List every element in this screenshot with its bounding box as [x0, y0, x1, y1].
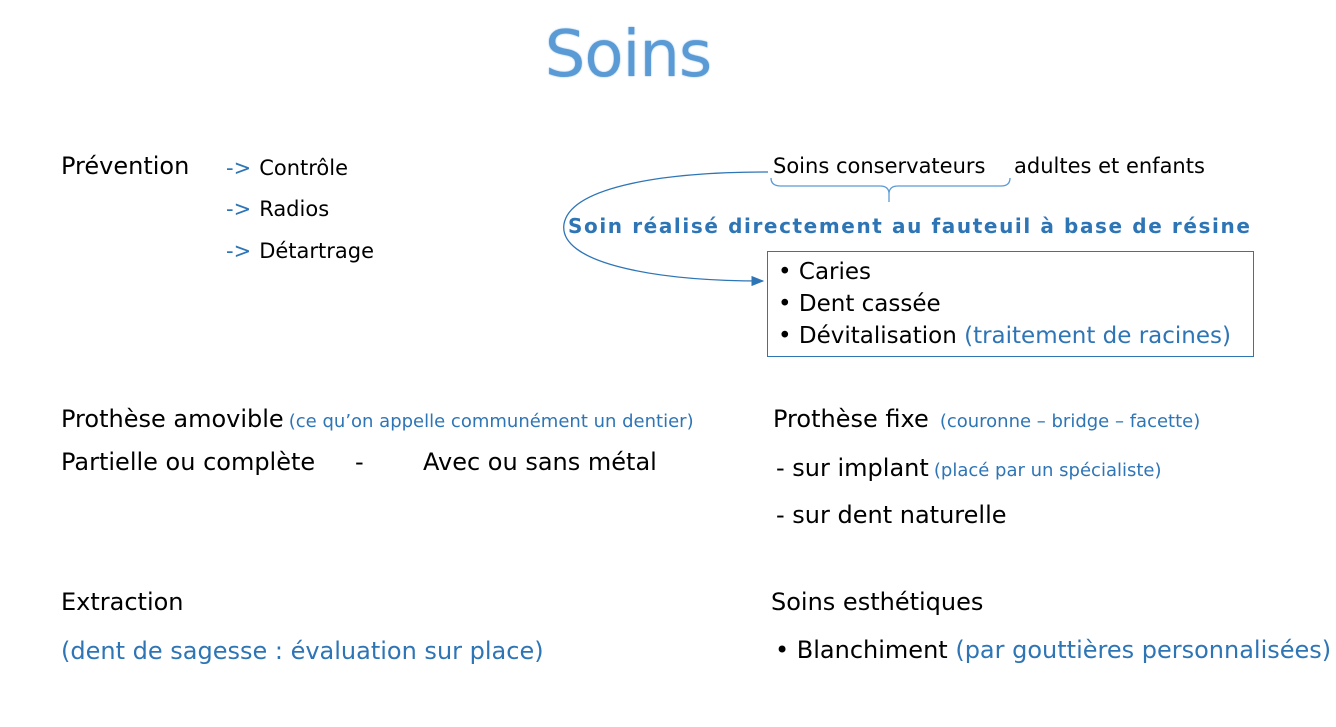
fixe-heading: Prothèse fixe — [773, 405, 929, 433]
conservateurs-heading-main: Soins conservateurs — [773, 154, 986, 178]
prevention-item-label: Contrôle — [259, 156, 349, 180]
amovible-type: Partielle ou complète — [61, 448, 316, 476]
bullet-icon: • — [775, 636, 790, 664]
bullet-icon: • — [778, 291, 792, 317]
arrow-icon: -> — [226, 197, 252, 221]
list-item-dent-cassee: • Dent cassée — [778, 291, 941, 317]
list-item-devitalisation: • Dévitalisation (traitement de racines) — [778, 323, 1231, 349]
extraction-note: (dent de sagesse : évaluation sur place) — [61, 637, 544, 665]
fixe-item-label: - sur implant — [776, 454, 929, 482]
conservateurs-heading: Soins conservateurs — [773, 154, 985, 178]
prevention-item-label: Détartrage — [259, 239, 375, 263]
conservateurs-heading-suffix: adultes et enfants — [1014, 154, 1205, 178]
prevention-item-radios: -> Radios — [226, 197, 329, 221]
conservateurs-note: Soin réalisé directement au fauteuil à b… — [568, 214, 1252, 238]
curved-arrow-icon — [563, 171, 769, 287]
list-item-label: Dent cassée — [798, 291, 941, 317]
conservateurs-list-box — [767, 251, 1254, 357]
fixe-item-note: (placé par un spécialiste) — [933, 460, 1162, 481]
amovible-separator: - — [355, 448, 364, 476]
list-item-caries: • Caries — [778, 259, 871, 285]
esthetiques-heading: Soins esthétiques — [771, 588, 984, 616]
arrow-icon: -> — [226, 239, 252, 263]
arrow-icon: -> — [226, 156, 252, 180]
fixe-item-implant: - sur implant (placé par un spécialiste) — [776, 454, 1162, 482]
list-item-label: Dévitalisation — [798, 323, 957, 349]
bullet-icon: • — [778, 323, 792, 349]
esthetiques-item-blanchiment: • Blanchiment (par gouttières personnali… — [775, 636, 1331, 664]
amovible-heading-row: Prothèse amovible (ce qu’on appelle comm… — [61, 405, 694, 433]
prevention-item-controle: -> Contrôle — [226, 156, 348, 180]
bullet-icon: • — [778, 259, 792, 285]
fixe-heading-row: Prothèse fixe (couronne – bridge – facet… — [773, 405, 1200, 433]
prevention-item-label: Radios — [259, 197, 330, 221]
list-item-label: Caries — [798, 259, 872, 285]
esthetiques-item-label: Blanchiment — [796, 636, 948, 664]
esthetiques-item-note: (par gouttières personnalisées) — [955, 636, 1332, 664]
fixe-note: (couronne – bridge – facette) — [939, 411, 1201, 432]
list-item-note: (traitement de racines) — [964, 323, 1231, 349]
amovible-note: (ce qu’on appelle communément un dentier… — [288, 411, 694, 432]
extraction-heading: Extraction — [61, 588, 184, 616]
fixe-item-naturelle: - sur dent naturelle — [776, 501, 1007, 529]
brace-icon — [770, 177, 1011, 202]
amovible-heading: Prothèse amovible — [61, 405, 284, 433]
page-title: Soins — [544, 18, 712, 92]
amovible-metal: Avec ou sans métal — [423, 448, 657, 476]
prevention-item-detartrage: -> Détartrage — [226, 239, 374, 263]
prevention-heading: Prévention — [61, 152, 190, 180]
